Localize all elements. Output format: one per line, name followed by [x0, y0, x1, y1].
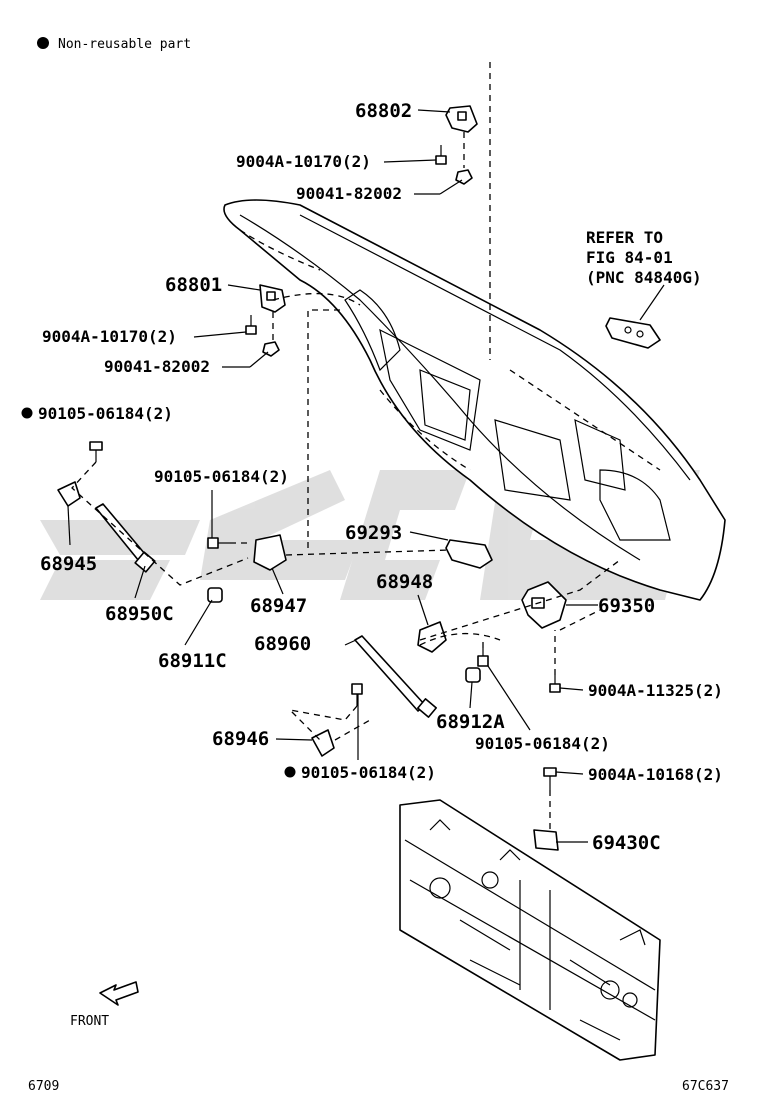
- front-arrow-icon: [99, 981, 139, 1006]
- label-68802: 68802: [355, 100, 412, 122]
- trunk-lid: [223, 199, 726, 601]
- non-reusable-bullet-icon: [37, 37, 49, 49]
- label-68947: 68947: [250, 595, 307, 617]
- label-9004a-10170-top: 9004A-10170(2): [236, 152, 371, 171]
- label-90041-82002-top: 90041-82002: [296, 184, 402, 203]
- label-9004a-10168: 9004A-10168(2): [588, 765, 723, 784]
- label-68801: 68801: [165, 274, 222, 296]
- bolt-top: [435, 145, 447, 165]
- bolt-90105-b: [207, 537, 230, 549]
- label-68950c: 68950C: [105, 603, 174, 625]
- non-reusable-bullet-icon: [284, 766, 296, 778]
- bolt-90105-a: [89, 441, 103, 462]
- legend: Non-reusable part: [37, 37, 191, 52]
- label-68946: 68946: [212, 728, 269, 750]
- label-refer-line2: FIG 84-01: [586, 248, 673, 267]
- label-90105-06184-a: 90105-06184(2): [38, 404, 173, 423]
- label-69293: 69293: [345, 522, 402, 544]
- legend-text: Non-reusable part: [58, 37, 191, 52]
- bracket-68947: [253, 534, 287, 571]
- bracket-68946: [311, 729, 335, 757]
- front-label: FRONT: [70, 1014, 109, 1029]
- bolt-left: [245, 315, 257, 335]
- leader-lines: [67, 109, 665, 843]
- bolt-90105-d: [351, 683, 363, 706]
- label-68911c: 68911C: [158, 650, 227, 672]
- stay-68960: [354, 635, 438, 718]
- bolt-9004a-11325: [549, 675, 561, 693]
- label-68945: 68945: [40, 553, 97, 575]
- pad-69293: [445, 539, 493, 569]
- cushion-68912a: [465, 667, 481, 683]
- bolt-90105-c: [477, 648, 489, 667]
- bracket-68945: [57, 481, 81, 507]
- label-68960: 68960: [254, 633, 311, 655]
- label-refer-line3: (PNC 84840G): [586, 268, 702, 287]
- label-9004a-11325: 9004A-11325(2): [588, 681, 723, 700]
- bracket-68948: [417, 621, 447, 653]
- cushion-68911c: [207, 587, 223, 603]
- footer-right: 67C637: [682, 1079, 729, 1094]
- refer-lamp: [605, 317, 661, 349]
- striker-69430c: [533, 829, 559, 851]
- label-69350: 69350: [598, 595, 655, 617]
- label-68912a: 68912A: [436, 711, 505, 733]
- footer-left: 6709: [28, 1079, 59, 1094]
- part-labels: 68802 9004A-10170(2) 90041-82002 68801 9…: [38, 100, 723, 854]
- label-9004a-10170-left: 9004A-10170(2): [42, 327, 177, 346]
- back-panel: [399, 799, 661, 1061]
- label-90105-06184-d: 90105-06184(2): [301, 763, 436, 782]
- hinge-68802: [445, 105, 478, 133]
- dashed-lines: [71, 62, 621, 830]
- nut-top: [455, 169, 473, 185]
- stay-68950c: [95, 503, 156, 573]
- label-refer-line1: REFER TO: [586, 228, 663, 247]
- label-90041-82002-left: 90041-82002: [104, 357, 210, 376]
- label-90105-06184-c: 90105-06184(2): [475, 734, 610, 753]
- label-68948: 68948: [376, 571, 433, 593]
- non-reusable-bullet-icon: [21, 407, 33, 419]
- bolt-9004a-10168: [543, 767, 557, 790]
- label-69430c: 69430C: [592, 832, 661, 854]
- label-90105-06184-b: 90105-06184(2): [154, 467, 289, 486]
- hinge-68801: [259, 284, 286, 313]
